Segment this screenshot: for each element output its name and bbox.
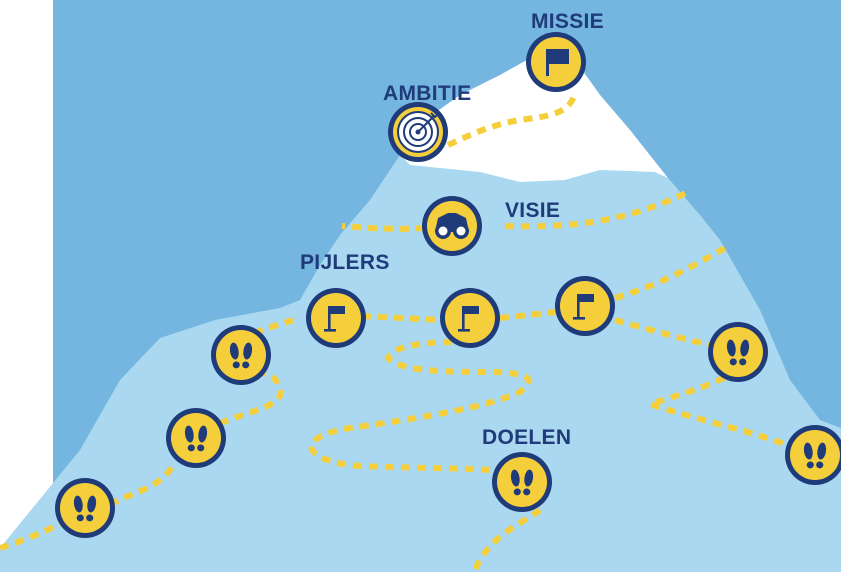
footprints-badge-4 (708, 322, 768, 382)
footprints-badge-1 (55, 478, 115, 538)
pijlers-label: PIJLERS (300, 251, 390, 275)
doelen-label: DOELEN (482, 426, 571, 450)
pijler-badge-2 (440, 288, 500, 348)
ambitie-label: AMBITIE (383, 82, 471, 106)
missie-badge (526, 32, 586, 92)
footprints-badge-3 (211, 325, 271, 385)
ambitie-badge (388, 102, 448, 162)
visie-badge (422, 196, 482, 256)
missie-label: MISSIE (531, 10, 604, 34)
pijler-badge-1 (306, 288, 366, 348)
doelen-badge (492, 452, 552, 512)
target-icon (398, 112, 439, 152)
visie-label: VISIE (505, 199, 560, 223)
pijler-badge-3 (555, 276, 615, 336)
footprints-badge-2 (166, 408, 226, 468)
